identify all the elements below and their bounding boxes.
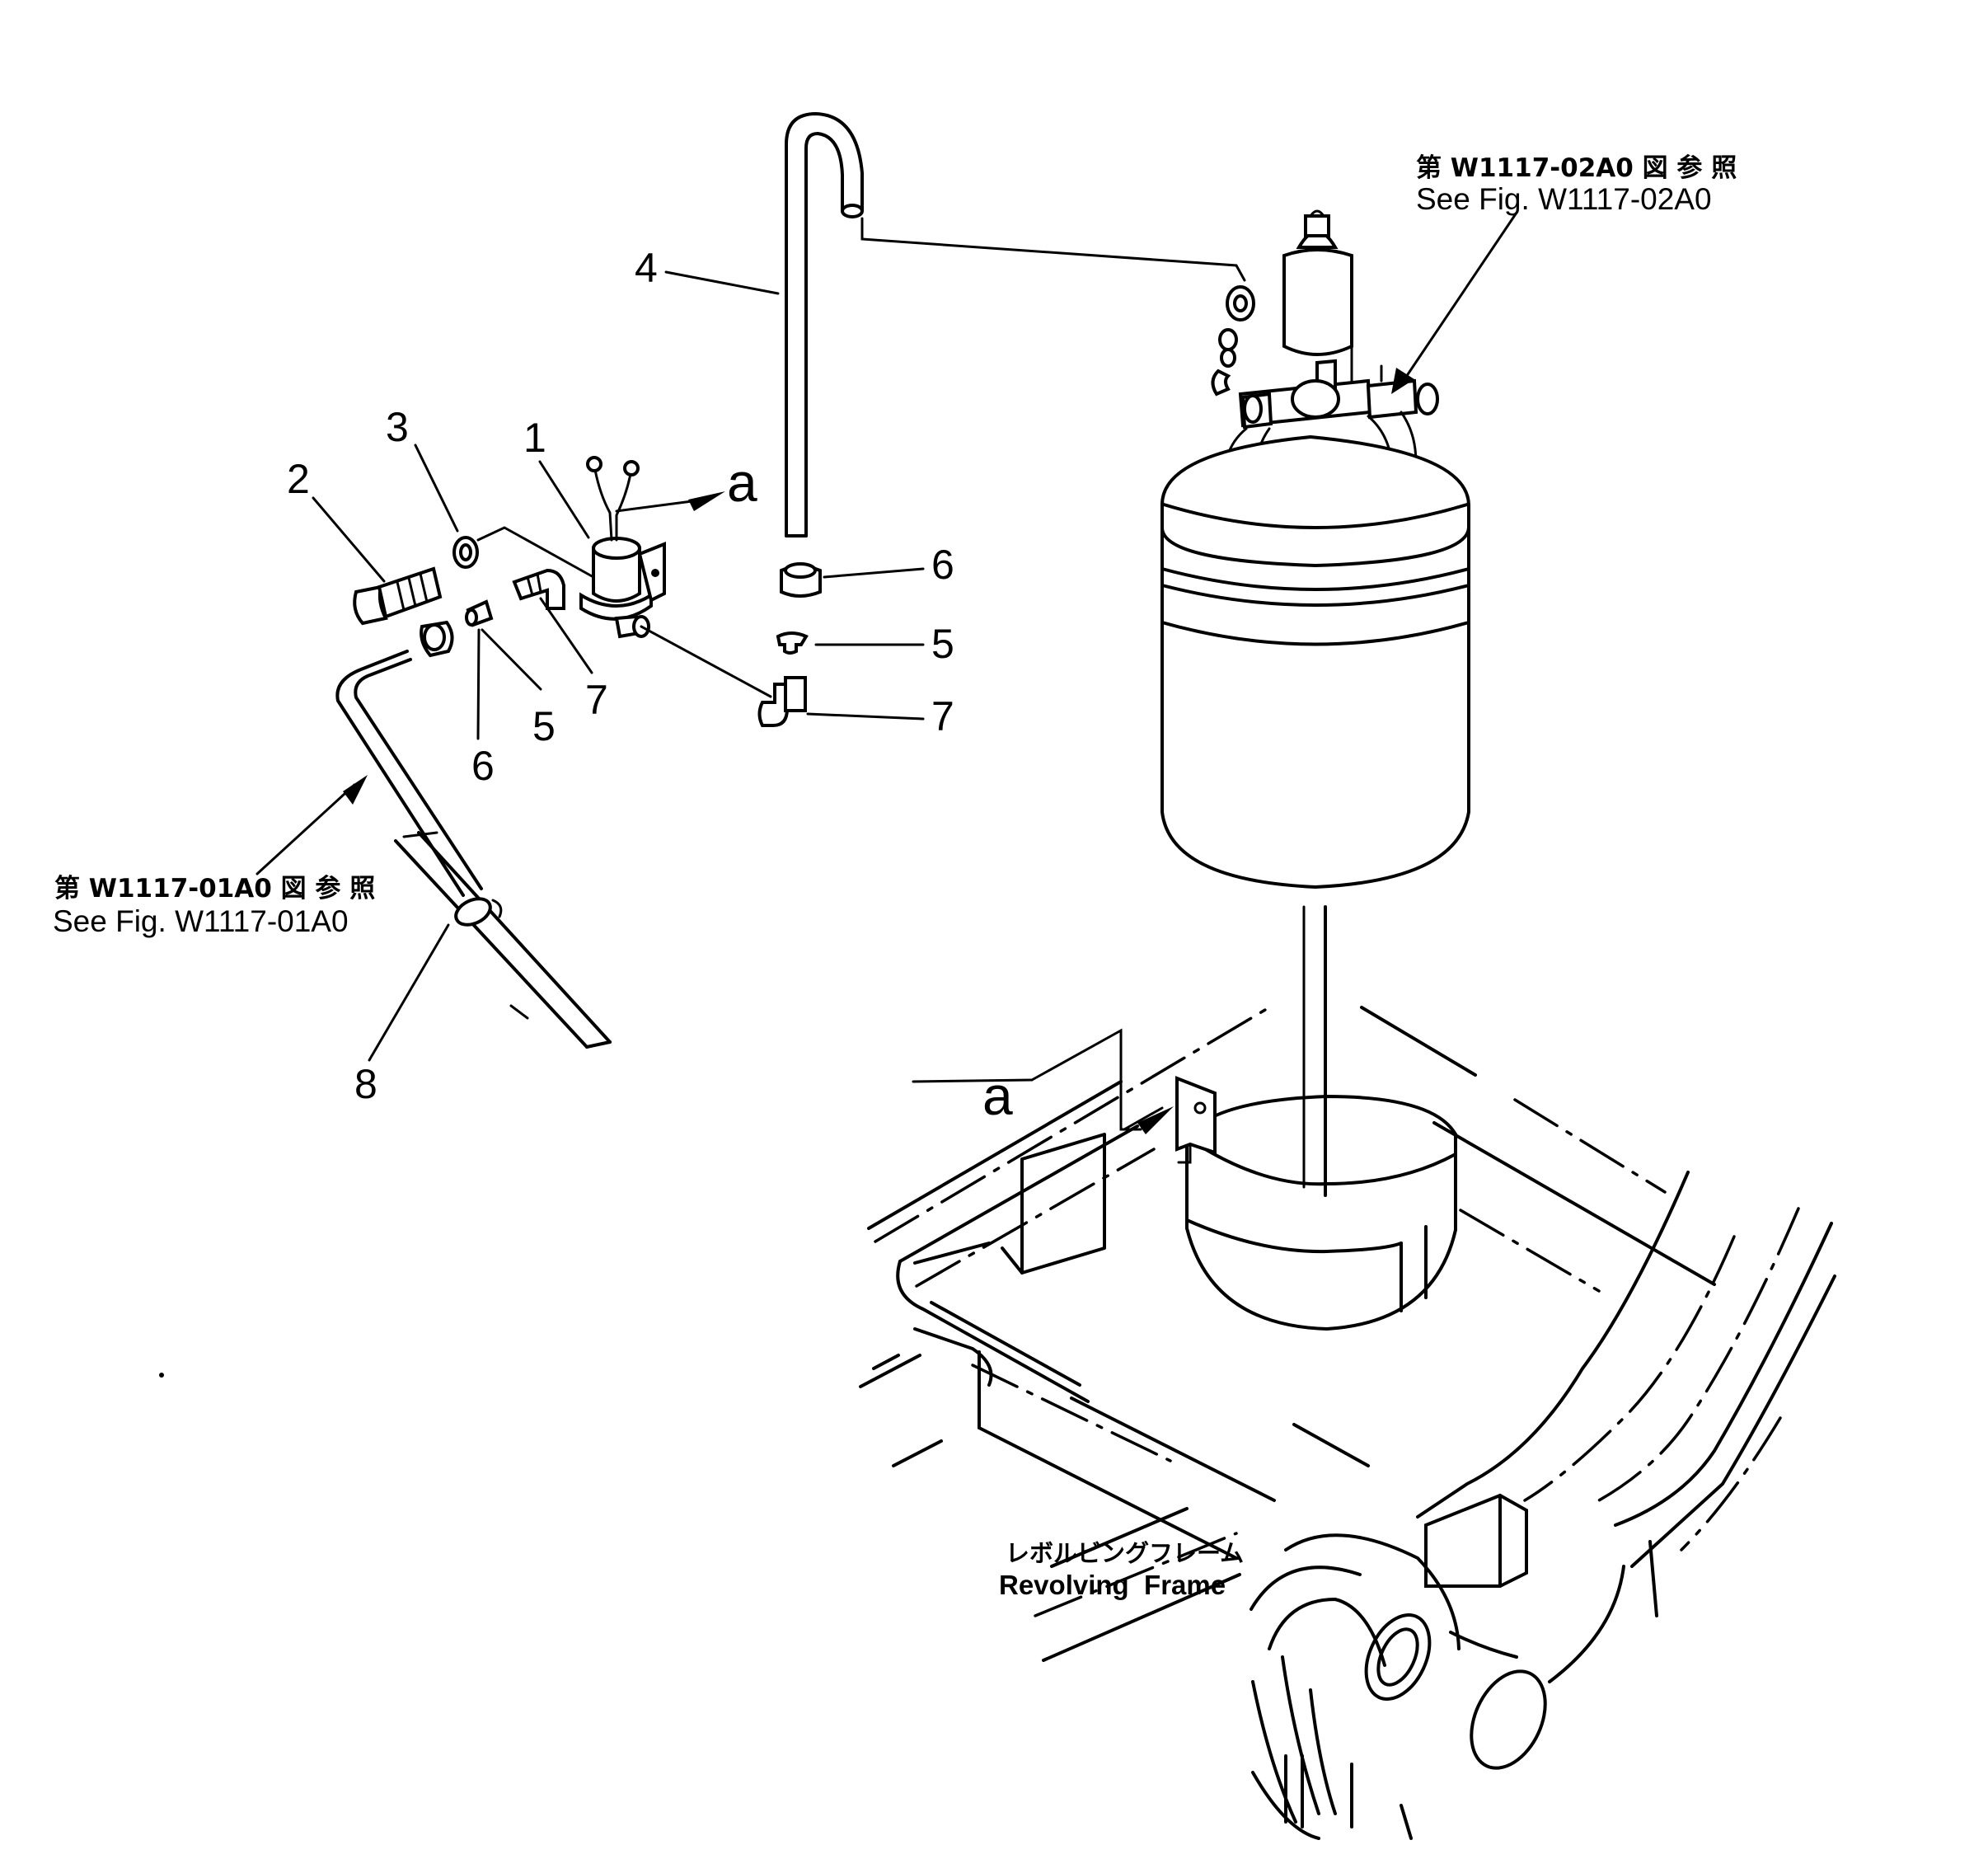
callout-7-center: 7: [931, 693, 954, 739]
elbow-part-7: [757, 676, 925, 727]
callout-5-left: 5: [532, 703, 556, 749]
fitting-part-5: [776, 631, 925, 655]
hose-part-8: [335, 650, 612, 1049]
hose-part-4: [785, 112, 1246, 537]
ref-left-jp: 第 W1117-01A0 図 参 照: [54, 874, 375, 904]
ref-left-en: See Fig. W1117-01A0: [53, 904, 349, 938]
callout-8: 8: [354, 1061, 377, 1107]
callout-6-center: 6: [931, 542, 954, 588]
ref-top-right-en: See Fig. W1117-02A0: [1416, 182, 1712, 216]
frame-label-jp: レボルビングフレーム: [1006, 1539, 1244, 1567]
separator-assembly: [1160, 209, 1470, 1197]
washer-part-3: [452, 526, 595, 579]
view-a-label-top: a: [727, 452, 757, 513]
switch-part-1: [579, 456, 725, 639]
nut-part-6: [780, 562, 925, 598]
nut-part-6-left: [420, 620, 454, 658]
callout-2: 2: [287, 456, 310, 502]
figure-references: 第 W1117-02A0 図 参 照 See Fig. W1117-02A0 第…: [53, 153, 1737, 1600]
elbow-part-7-left: [512, 568, 772, 698]
mounting-ring: [1030, 1028, 1457, 1331]
callout-4: 4: [635, 245, 658, 291]
revolving-frame: [859, 1006, 1836, 1840]
callout-3: 3: [386, 404, 409, 450]
ref-top-right-jp: 第 W1117-02A0 図 参 照: [1416, 153, 1737, 183]
callout-numbers: 4 2 3 1 a 6 5 7 6 5 7 8 a: [287, 245, 1013, 1126]
frame-label-en: Revolving Frame: [999, 1570, 1226, 1600]
fitting-part-5-left: [465, 599, 494, 627]
callout-7-left: 7: [585, 677, 608, 723]
bolt-part-2: [353, 566, 443, 626]
callout-1: 1: [523, 415, 546, 461]
callout-leaders: [256, 211, 1518, 1083]
view-a-label-bottom: a: [982, 1065, 1013, 1126]
callout-5-center: 5: [931, 621, 954, 667]
callout-6-left: 6: [471, 743, 495, 789]
